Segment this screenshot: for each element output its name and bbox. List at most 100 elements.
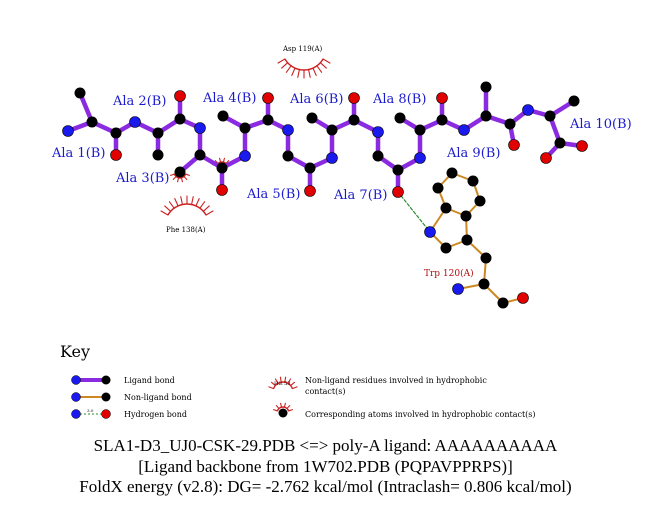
atom-c8 — [436, 114, 448, 126]
atom-t2 — [467, 175, 479, 187]
atom-t3 — [474, 195, 486, 207]
atom-ca8 — [414, 124, 426, 136]
atom-t5 — [440, 202, 452, 214]
key-arc-shape — [268, 376, 298, 390]
protein-labels: Trp 120(A) Asp 119(A) Phe 138(A) — [166, 45, 474, 279]
atom-t12 — [452, 283, 464, 295]
ligand-label-ala5: Ala 5(B) — [246, 187, 300, 202]
atom-t6 — [432, 182, 444, 194]
atom-c4 — [262, 114, 274, 126]
atom-c1 — [110, 127, 122, 139]
hydrophobic-arc-asp119 — [277, 58, 331, 79]
atom-c7 — [392, 164, 404, 176]
key-hydrophobic-example: His 53 — [274, 381, 290, 387]
ligand-label-ala3: Ala 3(B) — [115, 171, 169, 186]
atom-n7 — [372, 126, 384, 138]
atom-t1 — [446, 167, 458, 179]
atom-t8 — [440, 242, 452, 254]
footer-line-1: SLA1-D3_UJ0-CSK-29.PDB <=> poly-A ligand… — [93, 436, 558, 455]
atom-o2 — [174, 90, 186, 102]
contact-atom-arc-ala3 — [170, 173, 190, 183]
ligand-label-ala4: Ala 4(B) — [202, 91, 256, 106]
key-ligand-bond: Ligand bond — [71, 375, 175, 385]
hydrogen-bonds — [397, 191, 431, 233]
key-hydrogen-bond-label: Hydrogen bond — [124, 410, 187, 419]
atom-m1 — [74, 87, 86, 99]
atom-n5 — [282, 124, 294, 136]
bonds — [65, 84, 585, 304]
key-corresponding-atoms: Corresponding atoms involved in hydropho… — [273, 402, 536, 419]
atom-ca10 — [544, 110, 556, 122]
key-hydrophobic-label-2: contact(s) — [305, 387, 345, 396]
key-hydrophobic: His 53 Non-ligand residues involved in h… — [268, 376, 487, 396]
atoms — [62, 81, 588, 309]
atom-t11 — [478, 278, 490, 290]
atom-ca3 — [194, 149, 206, 161]
atom-cb9 — [480, 81, 492, 93]
atom-t10 — [480, 252, 492, 264]
ligand-label-ala10: Ala 10(B) — [569, 117, 632, 132]
atom-o9 — [508, 139, 520, 151]
atom-cb8 — [394, 112, 406, 124]
key-non-ligand-bond: Non-ligand bond — [71, 392, 192, 402]
ligand-label-ala2: Ala 2(B) — [112, 94, 166, 109]
atom-ca4 — [239, 122, 251, 134]
atom-ca2 — [152, 127, 164, 139]
corresponding-atom-icon — [273, 402, 293, 412]
atom-n9 — [458, 124, 470, 136]
key-hydrogen-bond: 3.0 Hydrogen bond — [71, 408, 187, 419]
ligand-label-ala6: Ala 6(B) — [289, 92, 343, 107]
atom-o6 — [348, 92, 360, 104]
atom-o5 — [304, 185, 316, 197]
atom-t7 — [461, 234, 473, 246]
ligand-labels: Ala 1(B) Ala 2(B) Ala 3(B) Ala 4(B) Ala … — [51, 91, 632, 203]
hydrophobic-label-asp119: Asp 119(A) — [282, 45, 323, 53]
footer-line-2: [Ligand backbone from 1W702.PDB (PQPAVPP… — [138, 457, 513, 476]
atom-c9 — [504, 118, 516, 130]
atom-ca9 — [480, 110, 492, 122]
atom-c10 — [554, 137, 566, 149]
footer-line-3: FoldX energy (v2.8): DG= -2.762 kcal/mol… — [79, 477, 572, 496]
key-legend: Key Ligand bond Non-ligand bond 3.0 Hydr… — [60, 342, 536, 419]
atom-n2 — [129, 116, 141, 128]
atom-ca5 — [282, 150, 294, 162]
atom-t13 — [497, 297, 509, 309]
atom-cb2 — [152, 149, 164, 161]
key-hb-length: 3.0 — [87, 408, 94, 413]
atom-t14 — [517, 292, 529, 304]
atom-t4 — [460, 210, 472, 222]
atom-c2 — [174, 113, 186, 125]
atom-o4 — [262, 92, 274, 104]
atom-n6 — [326, 152, 338, 164]
atom-cb10 — [568, 95, 580, 107]
hydrogen-bond — [397, 191, 431, 233]
atom-o3 — [216, 184, 228, 196]
ligand-label-ala7: Ala 7(B) — [333, 188, 387, 203]
atom-o8 — [436, 92, 448, 104]
atom-ca7 — [372, 150, 384, 162]
atom-o1 — [110, 149, 122, 161]
ligand-label-ala9: Ala 9(B) — [446, 146, 500, 161]
atom-cb6 — [306, 112, 318, 124]
atom-ca6 — [326, 124, 338, 136]
key-ligand-bond-label: Ligand bond — [124, 376, 175, 385]
atom-cb3 — [174, 166, 186, 178]
atom-c6 — [348, 114, 360, 126]
atom-c3 — [216, 162, 228, 174]
atom-ca1 — [86, 116, 98, 128]
atom-n3 — [194, 122, 206, 134]
atom-c5 — [304, 162, 316, 174]
atom-n10 — [522, 104, 534, 116]
atom-cb4 — [217, 110, 229, 122]
atom-o10b — [576, 140, 588, 152]
ligand-label-ala1: Ala 1(B) — [51, 146, 105, 161]
atom-o10a — [540, 152, 552, 164]
atom-n4 — [239, 150, 251, 162]
ligand-label-ala8: Ala 8(B) — [372, 92, 426, 107]
atom-n1 — [62, 125, 74, 137]
atom-n8 — [414, 152, 426, 164]
hydrophobic-label-phe138: Phe 138(A) — [166, 226, 206, 234]
key-non-ligand-bond-label: Non-ligand bond — [124, 393, 192, 402]
hydrophobic-arc-phe138 — [160, 195, 214, 216]
